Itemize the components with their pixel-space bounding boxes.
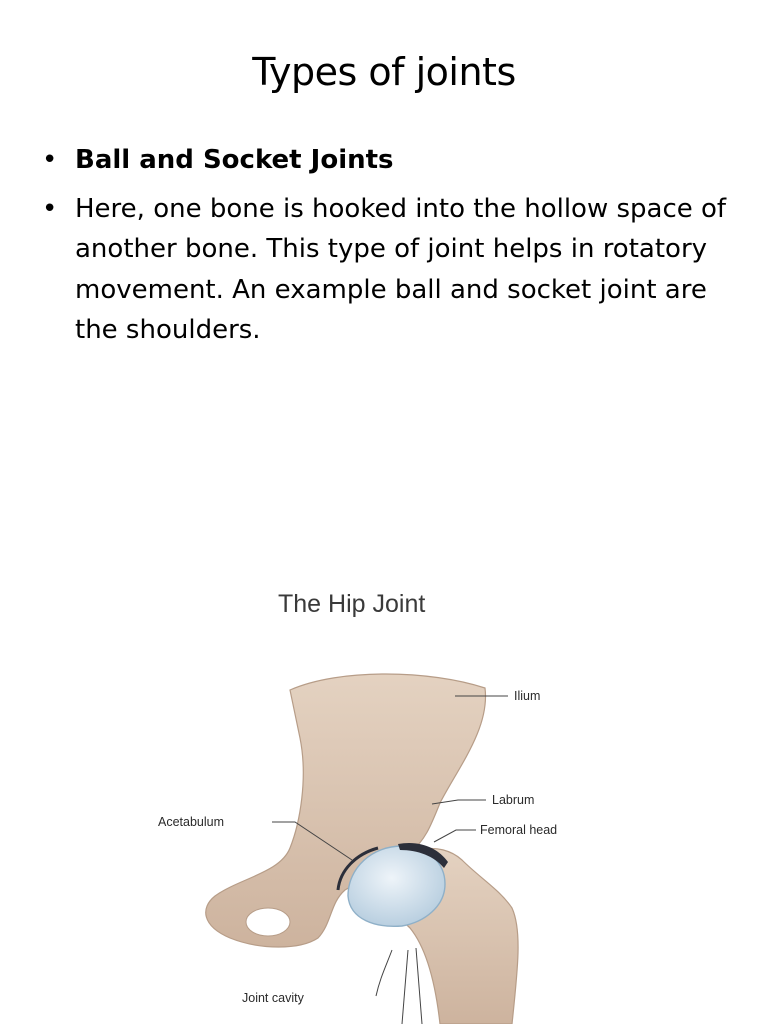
label-ilium: Ilium <box>514 689 540 703</box>
hip-joint-illustration: The Hip Joint Ilium Labrum Femoral head … <box>140 578 620 1024</box>
bullet-item-heading: • Ball and Socket Joints <box>42 140 732 181</box>
figure-title: The Hip Joint <box>278 590 425 618</box>
bullet-text: Ball and Socket Joints <box>75 145 394 175</box>
acetabulum-rim <box>336 846 379 891</box>
bullet-list: • Ball and Socket Joints • Here, one bon… <box>42 140 732 359</box>
bullet-text: Here, one bone is hooked into the hollow… <box>75 193 727 346</box>
hip-joint-svg: The Hip Joint Ilium Labrum Femoral head … <box>158 590 557 1024</box>
bullet-marker: • <box>42 193 58 224</box>
label-labrum: Labrum <box>492 793 534 807</box>
label-femoral-head: Femoral head <box>480 823 557 837</box>
femoral-head <box>347 845 446 927</box>
ilium-bone <box>205 673 487 948</box>
label-joint-cavity: Joint cavity <box>242 991 305 1005</box>
obturator-foramen <box>245 907 291 937</box>
slide-title: Types of joints <box>252 50 516 94</box>
leader-lines <box>272 695 508 1024</box>
label-acetabulum: Acetabulum <box>158 815 224 829</box>
labrum <box>398 842 448 868</box>
bullet-item-description: • Here, one bone is hooked into the holl… <box>42 189 732 351</box>
bullet-marker: • <box>42 145 58 175</box>
